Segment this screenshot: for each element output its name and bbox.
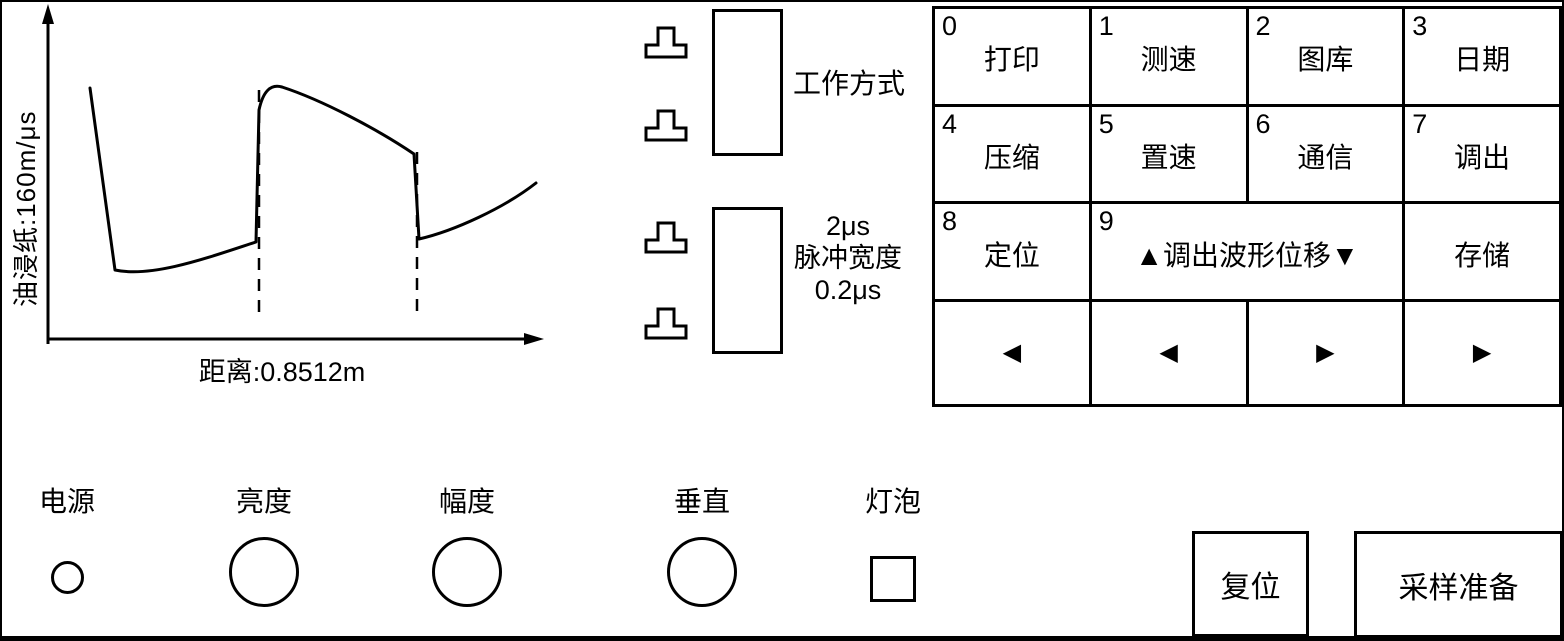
key-arrow-right-1[interactable]: ▶ — [1248, 301, 1403, 404]
key-label: 置速 — [1140, 141, 1197, 173]
key-digit: 4 — [942, 108, 958, 139]
brightness-knob[interactable] — [229, 537, 299, 607]
key-label: 存储 — [1454, 239, 1511, 271]
x-axis-arrow-icon — [524, 333, 544, 345]
pushbutton-icon[interactable] — [643, 23, 689, 59]
vertical-knob[interactable] — [667, 537, 737, 607]
amplitude-knob[interactable] — [432, 537, 502, 607]
key-label: 打印 — [983, 44, 1040, 76]
key-label: 日期 — [1454, 44, 1511, 76]
y-axis-arrow-icon — [42, 4, 54, 24]
key-arrow-left-2[interactable]: ◀ — [1091, 301, 1246, 404]
work-mode-label: 工作方式 — [793, 68, 906, 99]
bulb-indicator — [870, 556, 916, 602]
key-digit: 7 — [1412, 108, 1428, 139]
keypad: 0 打印 1 测速 2 图库 3 日期 4 压缩 5 置速 6 通信 7 调出 — [932, 6, 1562, 407]
pulse-width-switch[interactable] — [712, 207, 783, 354]
key-label: 图库 — [1297, 44, 1354, 76]
pushbutton-icon[interactable] — [643, 106, 689, 142]
key-communication[interactable]: 6 通信 — [1248, 106, 1403, 202]
key-library[interactable]: 2 图库 — [1248, 9, 1403, 104]
key-set-speed[interactable]: 5 置速 — [1091, 106, 1246, 202]
key-label: ▲调出波形位移▼ — [1135, 239, 1359, 271]
key-locate[interactable]: 8 定位 — [935, 204, 1089, 299]
key-label: 测速 — [1140, 44, 1197, 76]
pushbutton-icon[interactable] — [643, 218, 689, 254]
key-arrow-left-1[interactable]: ◀ — [935, 301, 1089, 404]
key-speed-measure[interactable]: 1 测速 — [1091, 9, 1246, 104]
power-knob[interactable] — [50, 561, 84, 594]
key-digit: 2 — [1255, 11, 1271, 41]
waveform-trace — [88, 84, 538, 274]
left-arrow-icon: ◀ — [1159, 339, 1178, 367]
work-mode-switch[interactable] — [712, 9, 783, 156]
amplitude-control: 幅度 — [402, 485, 532, 607]
key-digit: 8 — [942, 206, 958, 237]
key-recall[interactable]: 7 调出 — [1405, 106, 1559, 202]
sample-ready-button[interactable]: 采样准备 — [1354, 531, 1562, 636]
key-label: 压缩 — [983, 141, 1040, 173]
waveform-plot — [42, 4, 544, 345]
vertical-label: 垂直 — [673, 486, 730, 517]
sample-ready-button-label: 采样准备 — [1398, 571, 1519, 605]
pushbutton-icon[interactable] — [643, 304, 689, 340]
bulb-control: 灯泡 — [828, 485, 958, 602]
pulse-width-title: 脉冲宽度 — [794, 243, 902, 273]
key-compress[interactable]: 4 压缩 — [935, 106, 1089, 202]
y-axis-label: 油浸纸:160m/μs — [11, 110, 41, 307]
key-waveform-shift[interactable]: 9 ▲调出波形位移▼ — [1091, 204, 1403, 299]
vertical-control: 垂直 — [637, 485, 767, 607]
bulb-label: 灯泡 — [864, 486, 921, 517]
key-label: 定位 — [983, 239, 1040, 271]
power-label: 电源 — [38, 486, 95, 517]
key-digit: 5 — [1098, 108, 1114, 139]
power-control: 电源 — [2, 485, 132, 594]
pulse-width-low: 0.2μs — [814, 275, 882, 305]
key-digit: 3 — [1412, 11, 1428, 41]
right-arrow-icon: ▶ — [1316, 339, 1335, 367]
brightness-control: 亮度 — [199, 485, 329, 607]
key-date[interactable]: 3 日期 — [1405, 9, 1559, 104]
key-label: 调出 — [1454, 141, 1511, 173]
left-arrow-icon: ◀ — [1002, 339, 1022, 367]
pulse-width-high: 2μs — [825, 211, 871, 241]
pulse-width-label: 2μs 脉冲宽度 0.2μs — [780, 210, 916, 306]
x-axis-label: 距离:0.8512m — [198, 357, 366, 387]
reset-button[interactable]: 复位 — [1192, 531, 1309, 636]
amplitude-label: 幅度 — [438, 486, 495, 517]
reset-button-label: 复位 — [1220, 571, 1281, 604]
brightness-label: 亮度 — [235, 486, 292, 517]
key-digit: 1 — [1098, 11, 1114, 41]
key-arrow-right-2[interactable]: ▶ — [1405, 301, 1559, 404]
key-digit: 6 — [1255, 108, 1271, 139]
right-arrow-icon: ▶ — [1472, 339, 1492, 367]
waveform-display: 油浸纸:160m/μs 距离:0.8512m — [2, 2, 562, 402]
key-store[interactable]: 存储 — [1405, 204, 1559, 299]
key-digit: 0 — [942, 11, 958, 41]
key-print[interactable]: 0 打印 — [935, 9, 1089, 104]
key-digit: 9 — [1098, 206, 1114, 237]
key-label: 通信 — [1297, 141, 1354, 173]
